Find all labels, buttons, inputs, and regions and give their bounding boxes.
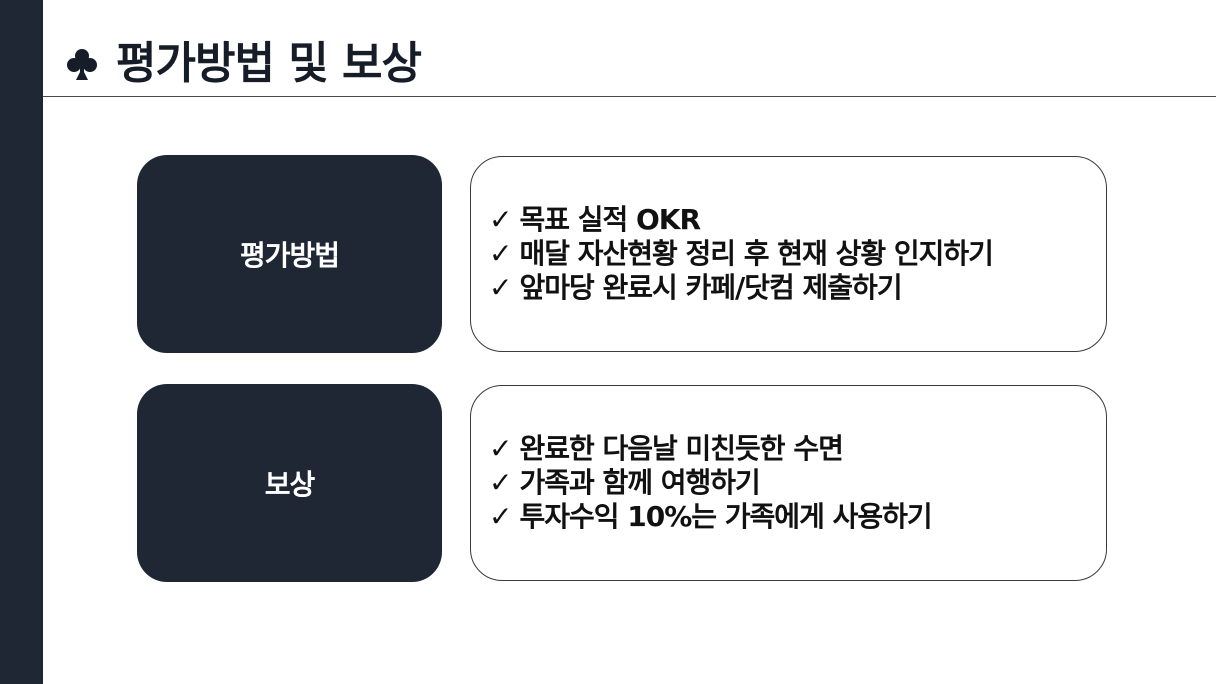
- club-suit-icon: [64, 46, 100, 82]
- list-item: ✓앞마당 완료시 카페/닷컴 제출하기: [489, 271, 1106, 305]
- title-divider: [43, 96, 1216, 97]
- reward-label: 보상: [264, 468, 316, 501]
- list-item-text: 앞마당 완료시 카페/닷컴 제출하기: [519, 271, 902, 304]
- reward-label-box: 보상: [137, 384, 442, 582]
- check-icon: ✓: [489, 432, 512, 465]
- reward-content-box: ✓완료한 다음날 미친듯한 수면 ✓가족과 함께 여행하기 ✓투자수익 10%는…: [470, 385, 1107, 581]
- reward-list: ✓완료한 다음날 미친듯한 수면 ✓가족과 함께 여행하기 ✓투자수익 10%는…: [489, 432, 1106, 534]
- list-item: ✓투자수익 10%는 가족에게 사용하기: [489, 500, 1106, 534]
- list-item-text: 목표 실적 OKR: [519, 203, 701, 236]
- list-item: ✓목표 실적 OKR: [489, 203, 1106, 237]
- check-icon: ✓: [489, 500, 512, 533]
- list-item: ✓매달 자산현황 정리 후 현재 상황 인지하기: [489, 237, 1106, 271]
- check-icon: ✓: [489, 237, 512, 270]
- check-icon: ✓: [489, 466, 512, 499]
- check-icon: ✓: [489, 271, 512, 304]
- list-item-text: 투자수익 10%는 가족에게 사용하기: [519, 500, 932, 533]
- list-item: ✓가족과 함께 여행하기: [489, 466, 1106, 500]
- list-item-text: 가족과 함께 여행하기: [519, 466, 760, 499]
- evaluation-list: ✓목표 실적 OKR ✓매달 자산현황 정리 후 현재 상황 인지하기 ✓앞마당…: [489, 203, 1106, 305]
- list-item-text: 매달 자산현황 정리 후 현재 상황 인지하기: [519, 237, 993, 270]
- list-item-text: 완료한 다음날 미친듯한 수면: [519, 432, 843, 465]
- check-icon: ✓: [489, 203, 512, 236]
- evaluation-content-box: ✓목표 실적 OKR ✓매달 자산현황 정리 후 현재 상황 인지하기 ✓앞마당…: [470, 156, 1107, 352]
- title-row: 평가방법 및 보상: [64, 34, 422, 94]
- evaluation-label: 평가방법: [239, 239, 340, 272]
- page-title: 평가방법 및 보상: [116, 38, 422, 89]
- evaluation-label-box: 평가방법: [137, 155, 442, 353]
- left-accent-bar: [0, 0, 43, 684]
- list-item: ✓완료한 다음날 미친듯한 수면: [489, 432, 1106, 466]
